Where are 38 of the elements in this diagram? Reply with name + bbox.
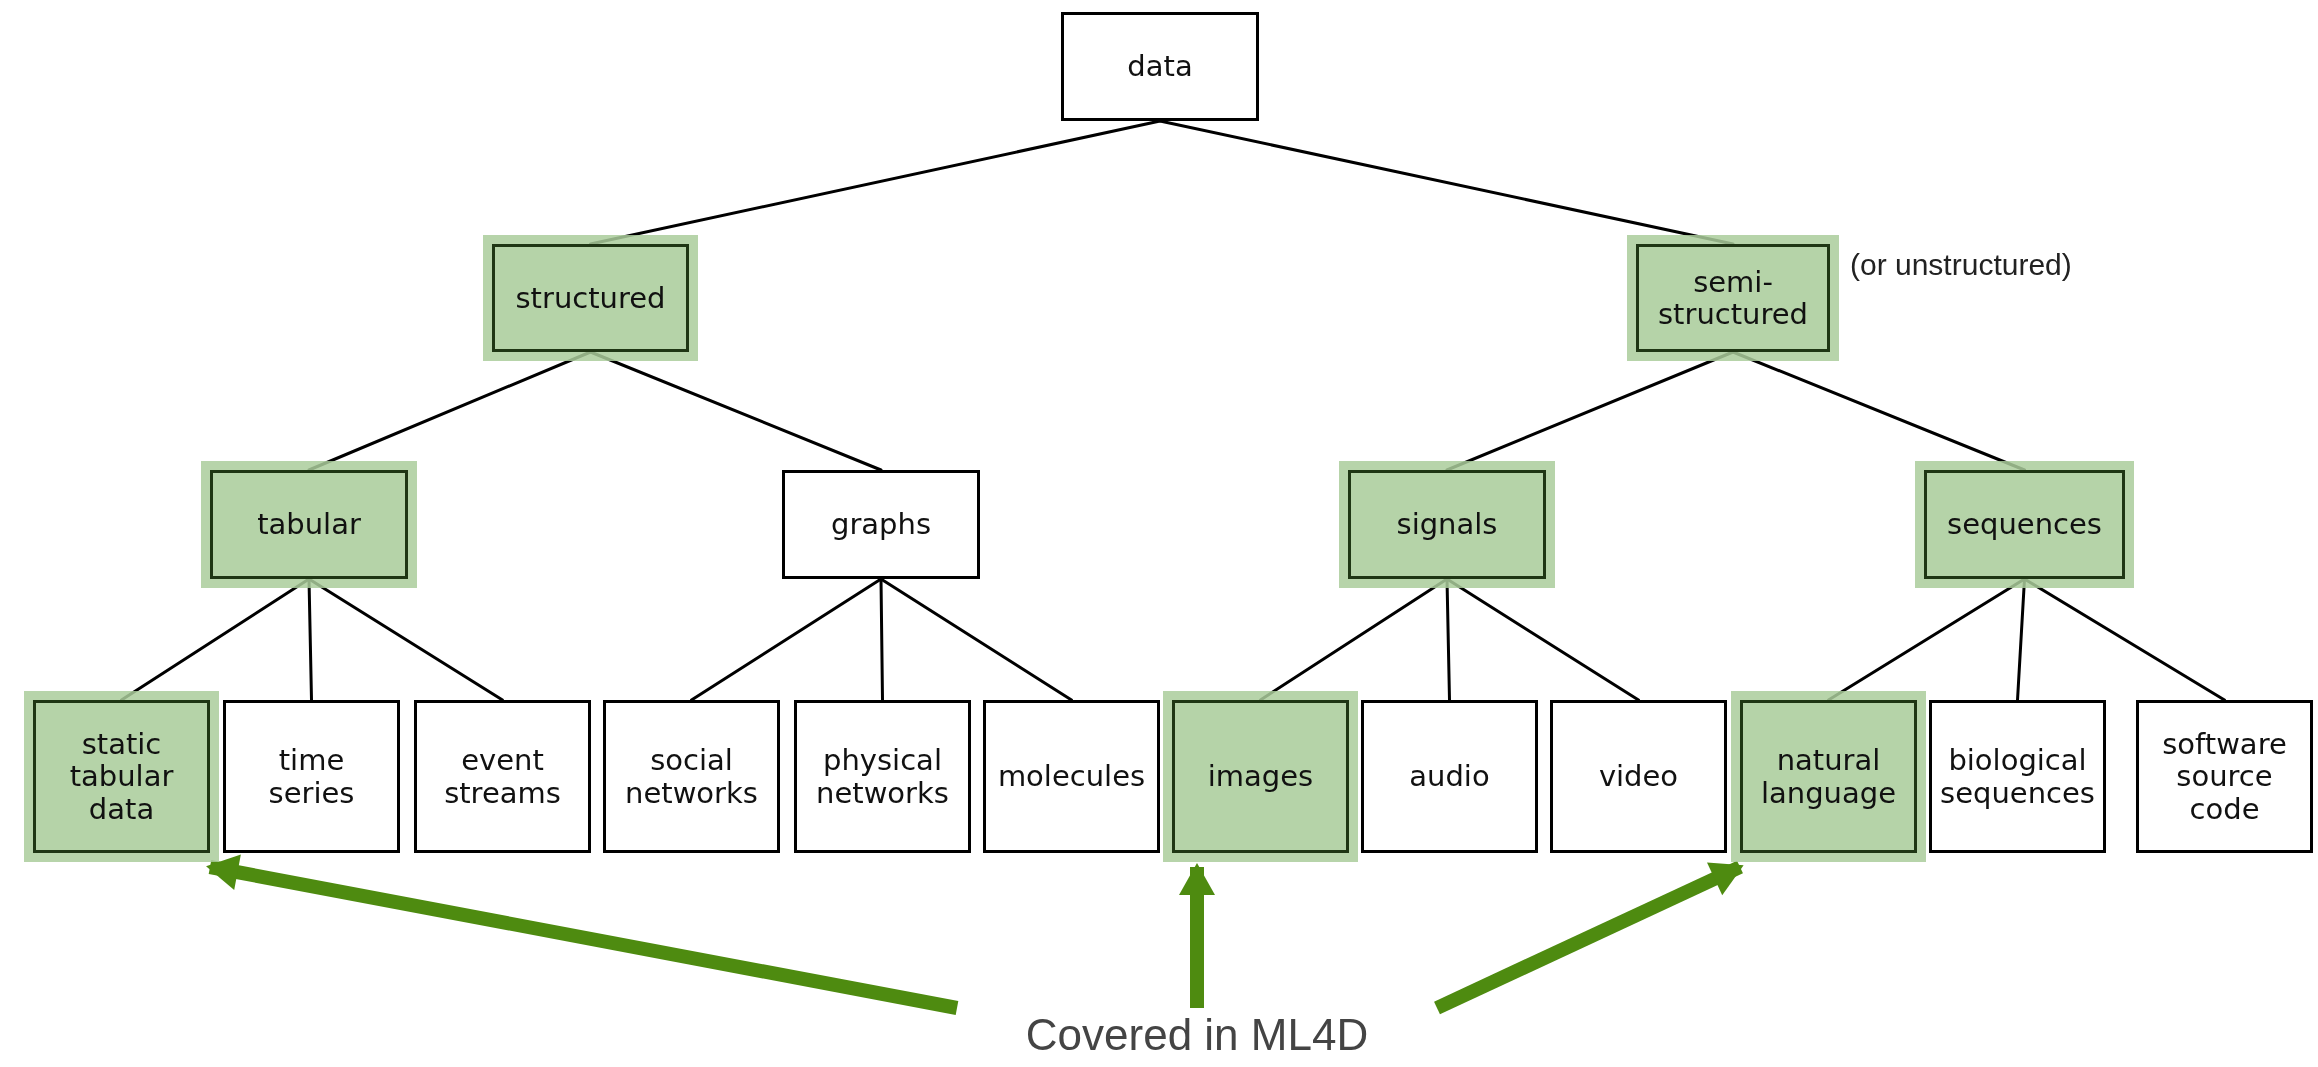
category-box — [1061, 12, 1259, 121]
arrow — [1179, 863, 1215, 1008]
connector-line — [879, 577, 1073, 702]
category-label: static tabular data — [68, 727, 175, 826]
category-label: graphs — [831, 508, 931, 541]
connector-line — [690, 577, 883, 702]
category-box — [1929, 700, 2106, 853]
caption-text: Covered in ML4D — [957, 1008, 1437, 1062]
category-label: signals — [1396, 508, 1498, 541]
category-label: audio — [1409, 760, 1490, 793]
arrow — [206, 854, 959, 1015]
category-label: semi-structured — [1657, 265, 1809, 331]
category-box — [1550, 700, 1727, 853]
category-box — [1361, 700, 1538, 853]
side-note: (or unstructured) — [1850, 248, 2072, 282]
category-label: physical networks — [815, 744, 950, 809]
category-label: tabular — [257, 508, 361, 541]
category-label: software source code — [2161, 727, 2288, 826]
category-label: structured — [515, 281, 666, 315]
category-label: natural language — [1760, 744, 1897, 809]
category-label: sequences — [1947, 508, 2102, 541]
category-label: time series — [267, 744, 356, 809]
category-label: social networks — [624, 744, 759, 809]
category-box — [603, 700, 780, 853]
connector-line — [879, 577, 884, 702]
category-box — [794, 700, 971, 853]
arrow — [1434, 860, 1744, 1015]
category-box — [983, 700, 1160, 853]
category-label: molecules — [997, 760, 1146, 793]
category-label: biological sequences — [1939, 744, 2096, 809]
category-label: images — [1207, 760, 1314, 793]
category-box — [2136, 700, 2313, 853]
category-label: event streams — [443, 744, 562, 809]
category-box — [782, 470, 980, 579]
category-box — [414, 700, 591, 853]
category-label: video — [1598, 760, 1679, 793]
category-box — [223, 700, 400, 853]
category-label: data — [1127, 50, 1193, 83]
